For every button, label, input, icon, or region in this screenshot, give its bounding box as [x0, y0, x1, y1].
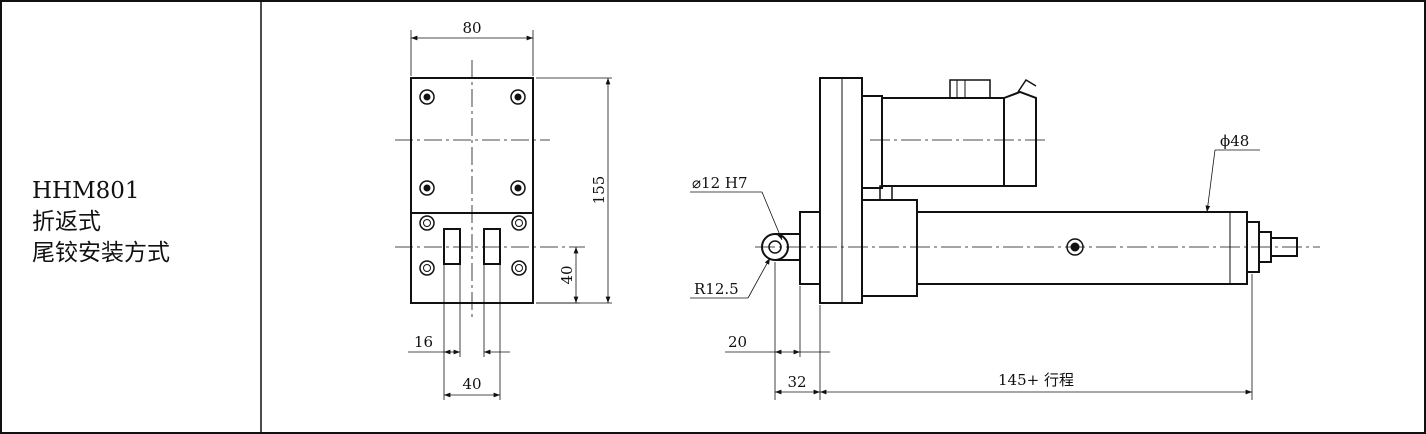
slot-width-dim: 16 — [414, 333, 433, 351]
flange-offset-dim: 32 — [787, 373, 806, 391]
model-type: 折返式 — [32, 209, 101, 235]
front-view — [395, 30, 612, 400]
actuator-tube — [861, 199, 1248, 297]
side-view — [690, 77, 1320, 400]
rear-clevis — [761, 211, 821, 285]
front-height-dim: 155 — [590, 176, 608, 205]
motor — [861, 78, 1046, 201]
front-width-dim: 80 — [462, 19, 481, 37]
mounting-flange — [819, 77, 863, 304]
model-description: HHM801 折返式 尾铰安装方式 — [32, 176, 252, 269]
slot-spacing-dim: 40 — [462, 375, 481, 393]
upper-bolt-holes — [419, 89, 526, 196]
radius-dim: R12.5 — [694, 280, 739, 298]
stroke-dim: 145+ 行程 — [998, 371, 1074, 389]
bore-dim: ⌀12 H7 — [692, 174, 748, 192]
mounting-type: 尾铰安装方式 — [32, 240, 170, 266]
lower-bolt-holes — [419, 215, 527, 276]
tube-diameter-dim: ϕ48 — [1220, 132, 1249, 150]
hinge-height-dim: 40 — [558, 265, 576, 284]
rod-end — [1246, 221, 1298, 273]
model-name: HHM801 — [32, 178, 140, 204]
clevis-offset-dim: 20 — [728, 333, 747, 351]
hinge-slots — [443, 228, 501, 265]
